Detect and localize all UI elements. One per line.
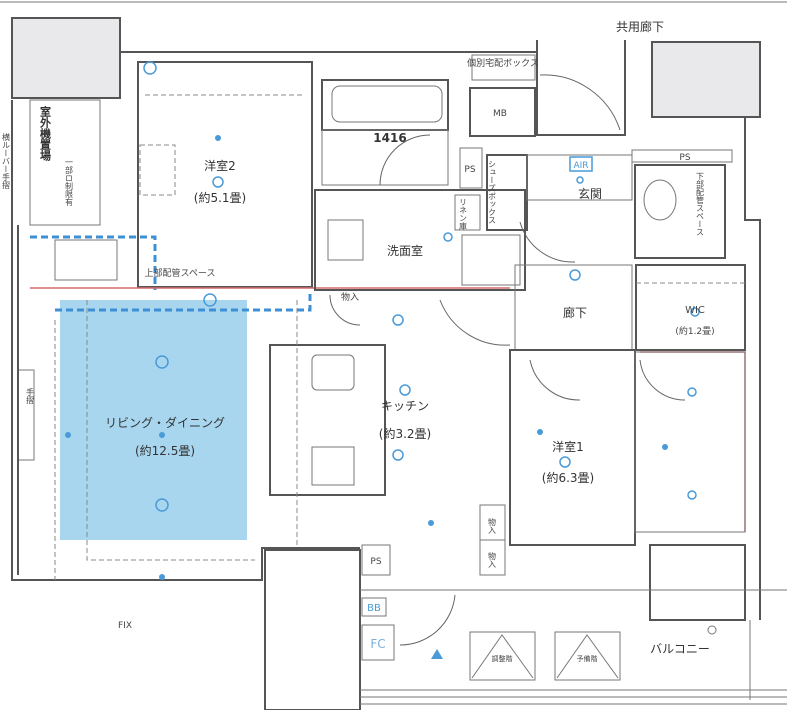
- label-ps-right: PS: [679, 153, 690, 163]
- washroom: [314, 189, 526, 291]
- label-room2-size: (約5.1畳): [194, 190, 246, 205]
- label-kitchen-size: (約3.2畳): [379, 426, 431, 441]
- pipe-box: [54, 239, 118, 281]
- ps-top-box: [459, 147, 483, 189]
- bath-door[interactable]: [379, 134, 431, 186]
- structure-block-top-right: [651, 41, 761, 118]
- label-room1-size: (約6.3畳): [542, 470, 594, 485]
- kitchen-door[interactable]: [439, 299, 511, 346]
- label-bath-size: 1416: [373, 131, 406, 145]
- label-mb: MB: [493, 109, 507, 119]
- bb-box: [361, 597, 387, 617]
- room-1-extension: [634, 351, 746, 533]
- label-living: リビング・ダイニング: [105, 415, 225, 430]
- wic-door[interactable]: [639, 359, 686, 401]
- balcony-box-1: [469, 631, 536, 681]
- label-corridor: 廊下: [563, 305, 587, 320]
- label-air: AIR: [573, 161, 588, 171]
- label-wic: WIC: [685, 305, 705, 316]
- label-entrance: 玄関: [578, 186, 602, 201]
- outdoor-unit-area: [29, 99, 101, 226]
- entrance-area: [526, 154, 633, 201]
- hatch-mark: [556, 634, 619, 679]
- label-fix: FIX: [118, 621, 132, 631]
- wall: [11, 100, 360, 581]
- label-washroom: 洗面室: [387, 243, 423, 258]
- triangle-icon: [431, 649, 443, 659]
- air-vent-icon: [569, 156, 593, 172]
- corridor-door[interactable]: [519, 221, 576, 263]
- washing-machine-space: [461, 234, 521, 286]
- label-storage-top: 物入: [341, 291, 359, 303]
- label-balcony: バルコニー: [650, 642, 710, 656]
- label-shoe-box: シューズボックス: [488, 160, 497, 224]
- room1-door[interactable]: [529, 359, 581, 401]
- structure-block-bottom-right: [649, 544, 746, 621]
- label-storage-2: 物入: [488, 551, 497, 568]
- label-fc: FC: [370, 637, 385, 651]
- delivery-box: [471, 54, 536, 81]
- label-balcony-box-1: 調整階: [492, 654, 513, 663]
- room-2: [137, 61, 313, 288]
- structure-block-top-left: [11, 17, 121, 99]
- dashed-line: [86, 300, 255, 561]
- bathtub: [331, 85, 443, 123]
- boundary-line: [640, 351, 746, 532]
- label-bb: BB: [367, 603, 381, 614]
- dashed-box: [139, 144, 176, 196]
- kitchen-counter: [269, 344, 386, 496]
- label-kitchen: キッチン: [381, 399, 429, 413]
- hatch-mark: [471, 634, 534, 679]
- living-dining-highlight: [60, 300, 247, 540]
- label-common-corridor: 共用廊下: [616, 19, 664, 34]
- label-ps-bottom: PS: [370, 557, 381, 567]
- storage-door[interactable]: [329, 294, 361, 326]
- label-storage-1: 物入: [488, 517, 497, 534]
- label-handrail: 手摺: [26, 387, 35, 405]
- toilet-bowl: [643, 179, 677, 221]
- wall: [536, 40, 626, 136]
- mb-room: [469, 87, 536, 137]
- label-upper-pipe: 上部配管スペース: [145, 267, 216, 279]
- bath-area: [321, 129, 449, 186]
- label-delivery-box: 個別宅配ボックス: [467, 57, 539, 69]
- wic: [635, 264, 746, 351]
- entrance-door[interactable]: [539, 74, 621, 131]
- fixture-icons: [65, 61, 700, 580]
- label-living-size: (約12.5畳): [135, 443, 195, 458]
- ps-bottom-box: [361, 544, 391, 576]
- wall: [744, 117, 761, 620]
- sink: [311, 354, 355, 391]
- ps-right-box: [631, 149, 733, 163]
- storage-2: [479, 539, 506, 576]
- label-ps-top: PS: [464, 165, 475, 175]
- label-balcony-box-2: 予備階: [577, 654, 598, 663]
- balcony-box-2: [554, 631, 621, 681]
- label-room1: 洋室1: [552, 439, 584, 454]
- structure-block-bottom: [264, 549, 361, 710]
- label-wic-size: (約1.2畳): [675, 325, 714, 337]
- toilet: [634, 164, 726, 259]
- balcony-door[interactable]: [399, 594, 456, 646]
- washbasin: [327, 219, 364, 261]
- handrail: [17, 369, 35, 461]
- upper-pipe-boundary: [55, 290, 312, 312]
- label-room2: 洋室2: [204, 158, 236, 173]
- fc-box: [361, 624, 395, 661]
- label-outdoor-unit: 室外機置場: [39, 105, 53, 162]
- label-louver: 横ルーバー手摺: [2, 132, 11, 190]
- label-lower-pipe: 下部配管スペース: [696, 172, 705, 236]
- label-restriction: 一部ロ制限有: [65, 158, 74, 207]
- label-linen: リネン庫: [459, 198, 468, 231]
- drain-icon: [707, 625, 717, 635]
- linen-closet: [454, 194, 481, 231]
- upper-pipe-boundary: [30, 235, 157, 290]
- stove: [311, 446, 355, 486]
